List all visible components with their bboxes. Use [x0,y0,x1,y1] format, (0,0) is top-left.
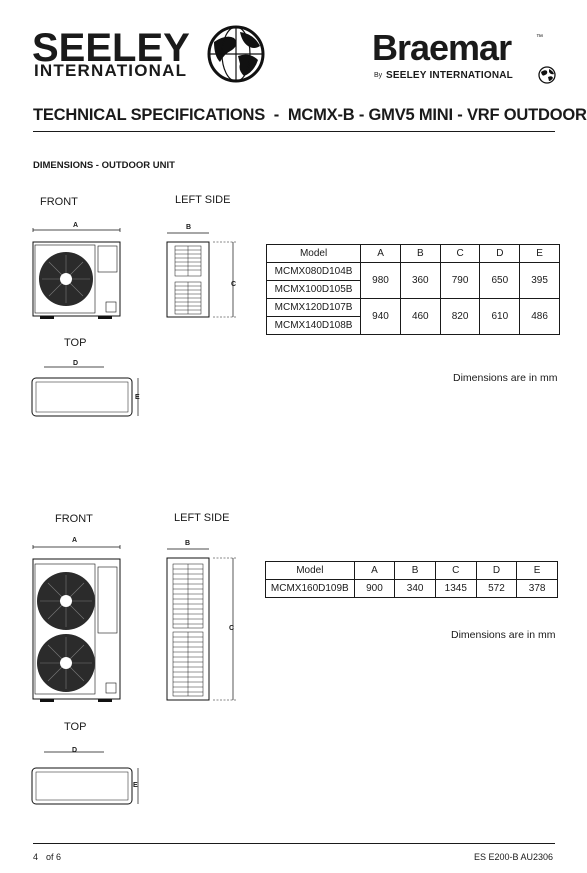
unit2-top-label: TOP [64,721,87,733]
header-cell: Model [265,244,362,263]
section-heading: DIMENSIONS - OUTDOOR UNIT [33,160,175,171]
unit2-spec-table: Model A B C D E MCMX160D109B 900 340 134… [265,561,558,598]
unit1-top-drawing [31,366,139,417]
unit1-top-label: TOP [64,337,87,349]
table-header-row: Model A B C D E [265,561,558,580]
value-cell: 460 [399,298,441,335]
unit2-dim-c: C [229,625,235,632]
unit2-dimensions-note: Dimensions are in mm [451,629,556,641]
unit1-dim-c: C [231,281,237,288]
unit1-dim-d: D [73,360,79,367]
unit1-left-side-drawing [166,232,236,318]
header-cell: A [360,244,401,263]
value-cell: 900 [353,579,396,598]
logo-by-text: By [374,72,383,79]
document-code: ES E200-B AU2306 [474,852,554,862]
unit2-left-side-drawing [166,548,236,701]
unit1-front-drawing [32,228,121,319]
value-cell: 980 [360,262,401,299]
header-cell: E [519,244,560,263]
unit2-front-drawing [32,545,121,702]
page-title: TECHNICAL SPECIFICATIONS - MCMX-B - GMV5… [33,106,587,124]
value-cell: 360 [399,262,441,299]
value-cell: 572 [475,579,518,598]
title-rule [33,131,555,132]
table-row: MCMX120D107B 940 460 820 610 486 [265,298,560,335]
logo-tm: ™ [536,34,543,41]
page-number: 4 [33,852,39,862]
header-cell: D [479,244,521,263]
value-cell: 820 [439,298,481,335]
unit2-dim-b: B [185,540,191,547]
unit2-left-side-label: LEFT SIDE [174,512,230,524]
model-cell: MCMX160D109B [265,579,355,598]
unit2-dim-e: E [133,782,138,789]
table-row: MCMX160D109B 900 340 1345 572 378 [265,579,558,598]
unit1-dimensions-note: Dimensions are in mm [453,372,558,384]
table-row: MCMX080D104B 980 360 790 650 395 [265,262,560,299]
value-cell: 340 [394,579,436,598]
table-header-row: Model A B C D E [265,244,560,263]
header-cell: D [475,561,518,580]
header-cell: C [439,244,481,263]
unit2-dim-d: D [72,747,78,754]
unit1-front-label: FRONT [40,196,78,208]
braemar-logo: Braemar ™ By SEELEY INTERNATIONAL [372,30,562,90]
logo-braemar-text: Braemar [372,27,512,68]
unit2-front-label: FRONT [55,513,93,525]
header-cell: E [516,561,558,580]
unit1-dim-a: A [73,222,79,229]
unit1-left-side-label: LEFT SIDE [175,194,231,206]
value-cell: 940 [360,298,401,335]
value-cell: 610 [479,298,521,335]
header-cell: A [353,561,396,580]
header-cell: Model [265,561,355,580]
value-cell: 486 [519,298,560,335]
globe-icon [207,25,265,83]
value-cell: 1345 [434,579,477,598]
header-cell: C [434,561,477,580]
seeley-international-logo: SEELEY INTERNATIONAL [32,25,272,88]
value-cell: 790 [439,262,481,299]
unit2-dim-a: A [72,537,78,544]
logo-seeley-text: SEELEY [32,26,190,70]
value-cell: 650 [479,262,521,299]
logo-company-text: SEELEY INTERNATIONAL [386,70,513,81]
model-cell: MCMX080D104B [265,262,362,281]
logo-international-text: INTERNATIONAL [34,61,188,80]
unit2-top-drawing [31,751,139,805]
model-cell: MCMX100D105B [265,280,362,299]
header-cell: B [394,561,436,580]
small-globe-icon [538,66,556,84]
unit1-dim-e: E [135,394,140,401]
unit1-spec-table: Model A B C D E MCMX080D104B 980 360 790… [265,244,560,335]
unit1-dim-b: B [186,224,192,231]
model-cell: MCMX140D108B [265,316,362,335]
value-cell: 395 [519,262,560,299]
value-cell: 378 [516,579,558,598]
footer-rule [33,843,555,844]
table-row: MCMX140D108B [265,316,560,335]
header-cell: B [399,244,441,263]
model-cell: MCMX120D107B [265,298,362,317]
page-total: of 6 [46,852,62,862]
